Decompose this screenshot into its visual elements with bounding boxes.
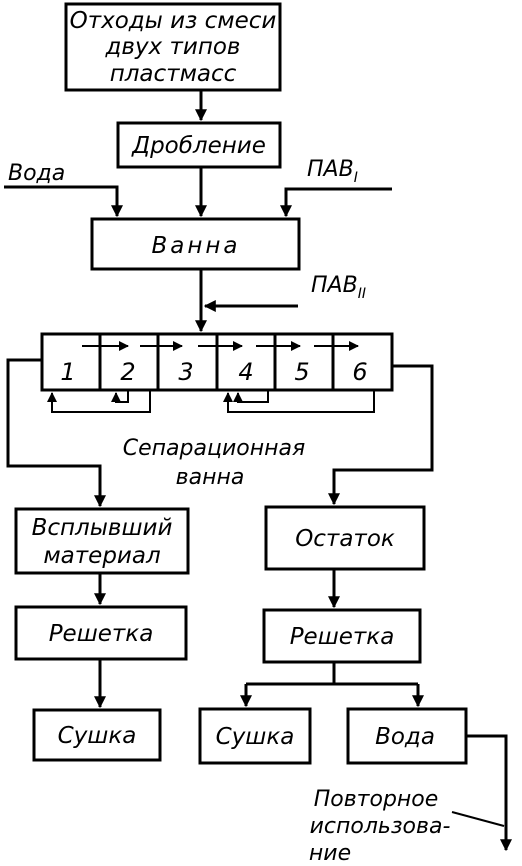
separation-cell-2: 2	[120, 358, 135, 386]
floated-label-line-2: материал	[43, 543, 161, 569]
surfactant-1-subscript: I	[354, 170, 358, 186]
crushing-label: Дробление	[131, 133, 266, 159]
arrow-separation-to-floated	[6, 358, 106, 508]
water-out-label: Вода	[375, 724, 435, 750]
bath-label: Ванна	[151, 233, 240, 259]
separation-cell-6: 6	[352, 358, 367, 386]
residue-box: Остаток	[264, 505, 426, 571]
separation-cell-1: 1	[60, 358, 75, 386]
screen-right-box: Решетка	[262, 608, 422, 664]
floated-label-line-1: Всплывший	[32, 515, 173, 541]
surfactant-2-subscript: II	[358, 286, 366, 302]
drying-left-label: Сушка	[58, 723, 137, 749]
water-input-label: Вода	[8, 161, 65, 186]
crushing-box: Дробление	[116, 121, 282, 169]
surfactant-2-label: ПАВII	[311, 273, 366, 302]
separation-bath: 1 2 3 4 5 6	[40, 332, 394, 392]
recycle-loop-right-inner	[233, 390, 269, 403]
arrow-surfactant-1-to-bath	[280, 187, 392, 218]
recycle-loop-left-outer	[47, 390, 151, 413]
separation-cell-3: 3	[178, 358, 193, 386]
drying-left-box: Сушка	[32, 708, 162, 762]
reuse-leader-line	[451, 811, 505, 827]
water-out-box: Вода	[346, 707, 468, 765]
drying-right-label: Сушка	[216, 724, 295, 750]
surfactant-1-label: ПАВI	[307, 157, 358, 186]
separation-cell-4: 4	[238, 358, 253, 386]
separation-cell-5: 5	[294, 358, 309, 386]
screen-left-box: Решетка	[14, 605, 188, 661]
screen-left-label: Решетка	[49, 621, 154, 647]
reuse-label-line-1: Повторное	[314, 787, 439, 812]
recycle-loop-left-inner	[111, 390, 129, 403]
waste-box: Отходы из смеси двух типов пластмасс	[64, 2, 282, 92]
arrow-separation-to-residue	[328, 364, 434, 506]
surfactant-2-name: ПАВ	[311, 273, 358, 298]
surfactant-1-name: ПАВ	[307, 157, 354, 182]
waste-label-line-2: двух типов	[104, 34, 240, 60]
separation-bath-caption-1: Сепарационная	[123, 436, 305, 461]
bath-box: Ванна	[90, 217, 301, 271]
floated-material-box: Всплывший материал	[14, 507, 190, 575]
residue-label: Остаток	[295, 526, 395, 552]
separation-bath-caption-2: ванна	[176, 465, 245, 490]
reuse-label-line-3: ние	[309, 841, 351, 866]
arrow-water-to-reuse	[466, 734, 512, 852]
arrow-water-to-bath	[4, 185, 123, 218]
drying-right-box: Сушка	[198, 707, 312, 765]
waste-label-line-1: Отходы из смеси	[70, 8, 277, 34]
screen-right-label: Решетка	[290, 624, 395, 650]
reuse-label-line-2: использова-	[310, 814, 451, 839]
recycle-loop-right-outer	[223, 390, 375, 413]
waste-label-line-3: пластмасс	[110, 61, 237, 87]
